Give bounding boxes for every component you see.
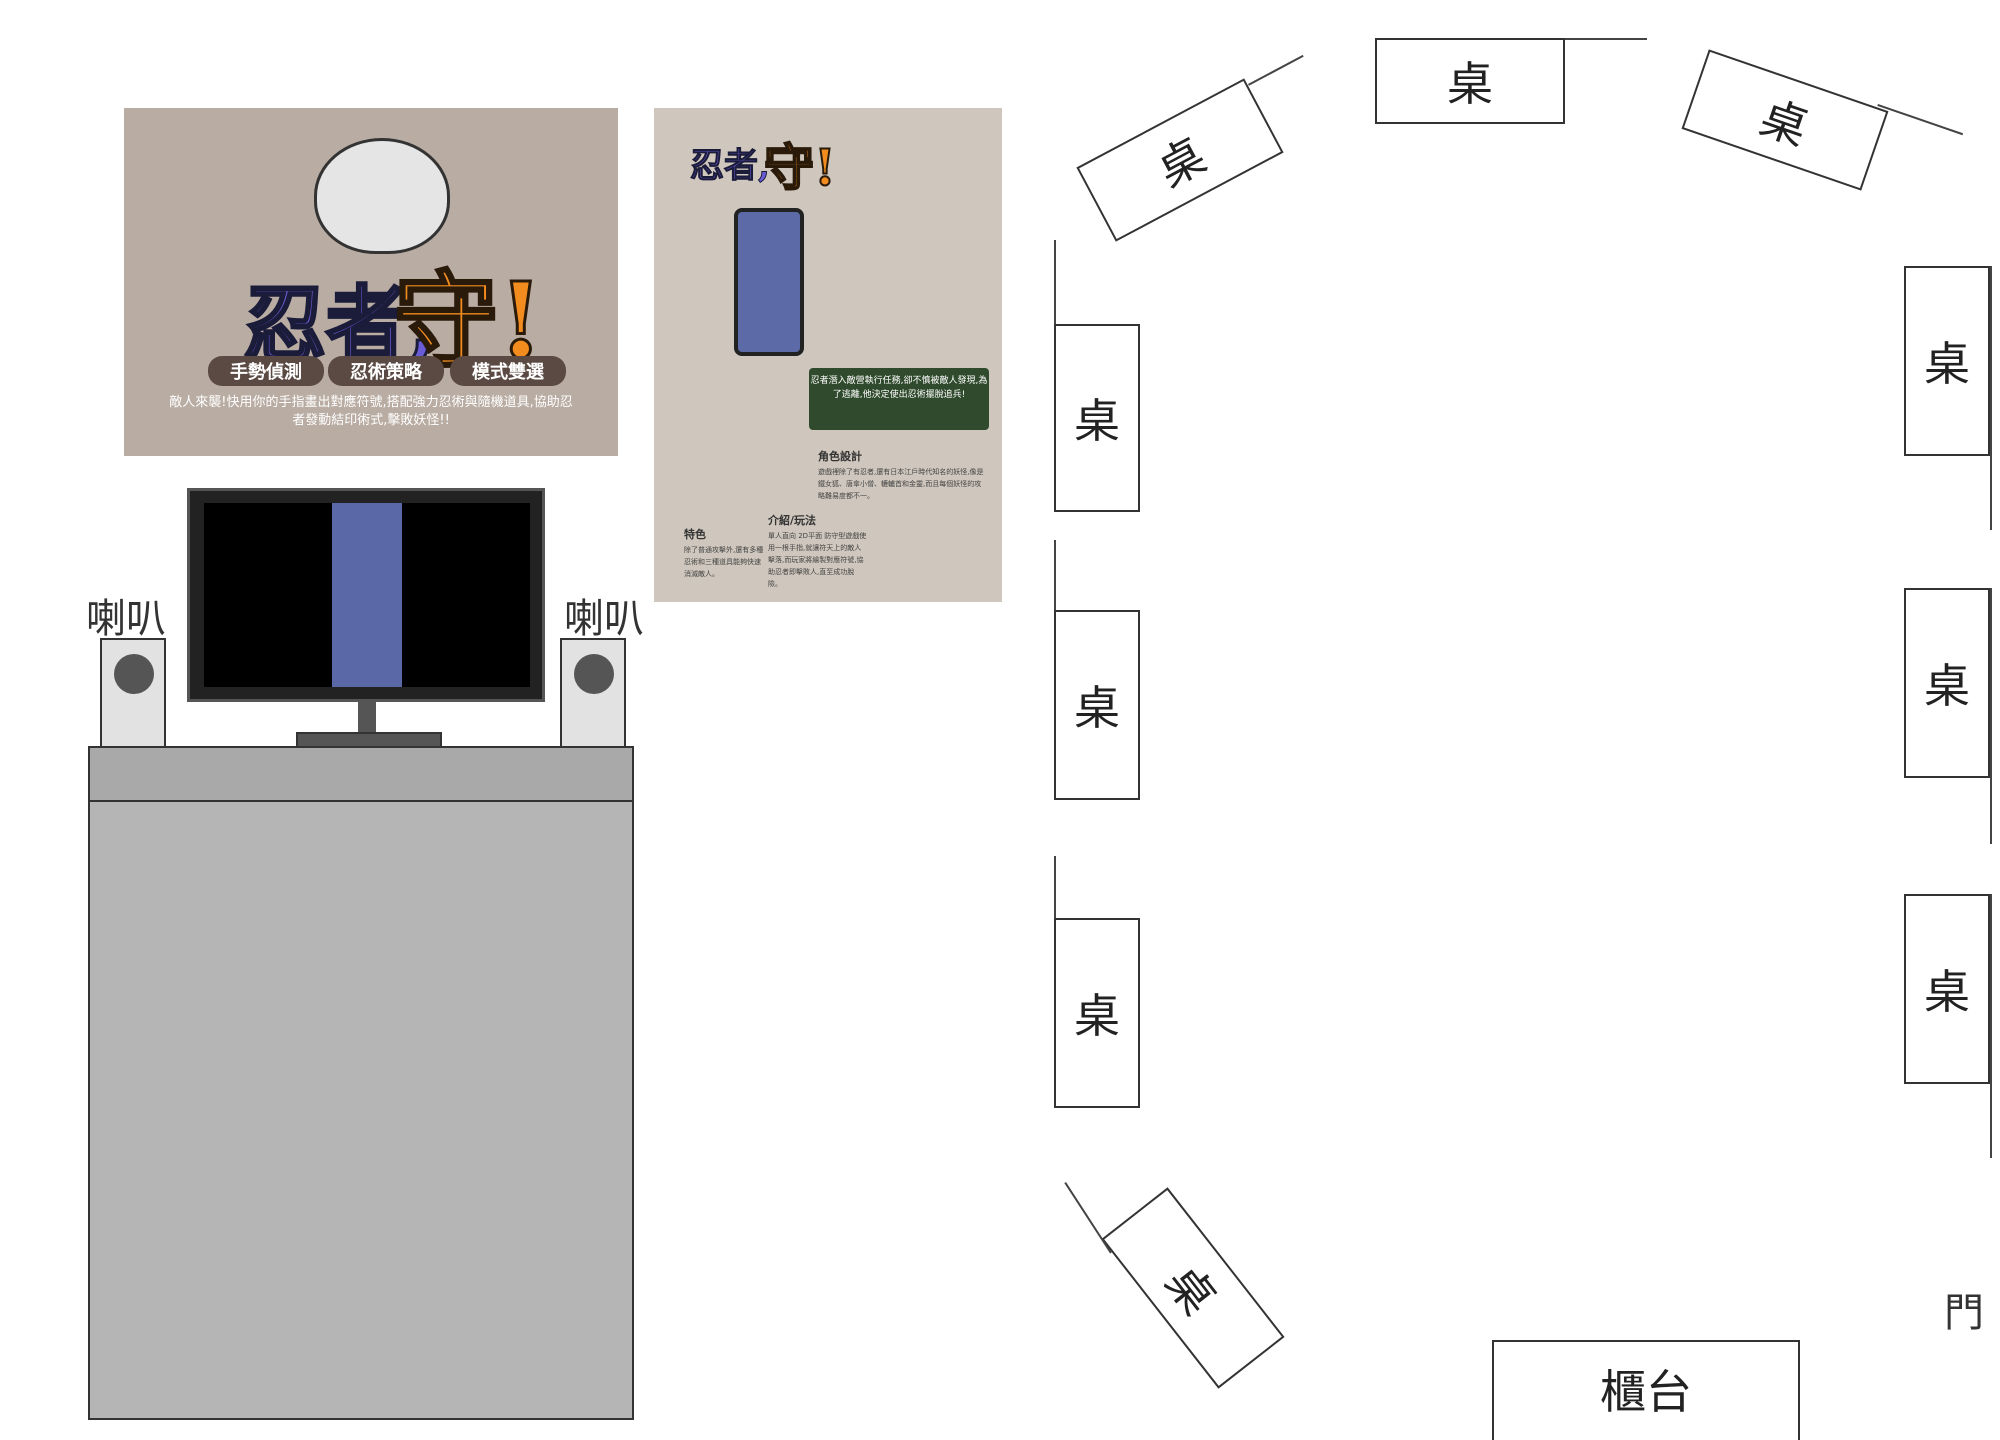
speaker-right [560,638,626,750]
desk-label: 桌 [1924,965,1970,1019]
speaker-label-right: 喇叭 [564,596,644,642]
tv-screen [204,503,530,687]
tv-game-display [332,503,402,687]
banner-description: 敵人來襲!快用你的手指畫出對應符號,搭配強力忍術與隨機道具,協助忍者發動結印術式… [169,395,573,428]
desk-label: 桌 [1753,89,1815,156]
desk-top-center: 桌 [1375,38,1565,124]
chair-line [1565,38,1647,40]
counter-label: 櫃台 [1600,1365,1692,1419]
cabinet-top [88,746,634,802]
desk-right-3: 桌 [1904,894,1990,1084]
poster-phone-illustration [734,208,804,356]
desk-right-2: 桌 [1904,588,1990,778]
chair-line [1990,266,1992,530]
game-banner-image: 忍者, 守! 手勢偵測 忍術策略 模式雙選 敵人來襲!快用你的手指畫出對應符號,… [124,108,618,456]
poster-section-character: 角色設計 [818,450,862,463]
desk-label: 桌 [1074,681,1120,735]
poster-title-part2: 守! [763,137,837,198]
poster-title-part1: 忍者, [690,146,771,187]
poster-section-intro: 介紹/玩法 [768,514,817,527]
ninja-character-head [314,138,450,254]
banner-feature-mode: 模式雙選 [450,356,566,386]
desk-label: 桌 [1074,394,1120,448]
desk-label: 桌 [1447,57,1493,111]
poster-story-scroll: 忍者潛入敵營執行任務,卻不慎被敵人發現,為了逃離,他決定使出忍術擺脫追兵! [809,368,989,430]
cabinet [88,800,634,1420]
desk-label: 桌 [1155,1255,1227,1325]
desk-right-1: 桌 [1904,266,1990,456]
chair-line [1877,104,1964,136]
banner-feature-strategy: 忍術策略 [328,356,444,386]
chair-line [1248,54,1304,86]
poster-section-features: 特色 [684,528,706,541]
desk-label: 桌 [1074,989,1120,1043]
desk-left-2: 桌 [1054,610,1140,800]
desk-left-1: 桌 [1054,324,1140,512]
desk-top-right: 桌 [1681,49,1889,191]
chair-line [1990,588,1992,844]
counter: 櫃台 [1492,1340,1800,1440]
desk-bottom-left: 桌 [1101,1187,1285,1389]
poster-section-intro-text: 單人直向 2D平面 防守型遊戲使用一根手指,就讓符天上的敵人擊落,而玩家將繪製對… [768,532,867,588]
tv-stand-neck [358,702,376,734]
door-label: 門 [1944,1290,1984,1336]
poster-section-features-text: 除了普通攻擊外,還有多種忍術和三種道具能夠快速消滅敵人。 [684,546,764,578]
speaker-cone-icon [574,654,614,694]
chair-line [1064,1182,1112,1254]
desk-label: 桌 [1924,337,1970,391]
speaker-left [100,638,166,750]
desk-label: 桌 [1924,659,1970,713]
chair-line [1990,894,1992,1158]
speaker-label-left: 喇叭 [86,596,166,642]
tv-monitor [187,488,545,702]
desk-left-3: 桌 [1054,918,1140,1108]
banner-feature-gesture: 手勢偵測 [208,356,324,386]
game-poster-image: 忍者, 守! 忍者潛入敵營執行任務,卻不慎被敵人發現,為了逃離,他決定使出忍術擺… [654,108,1002,602]
desk-label: 桌 [1148,128,1215,198]
desk-top-left: 桌 [1076,78,1284,242]
poster-section-character-text: 遊戲裡除了有忍者,還有日本江戶時代知名的妖怪,像是鐵女狐、唐傘小僧、轆轤首和金靈… [818,468,984,500]
speaker-cone-icon [114,654,154,694]
